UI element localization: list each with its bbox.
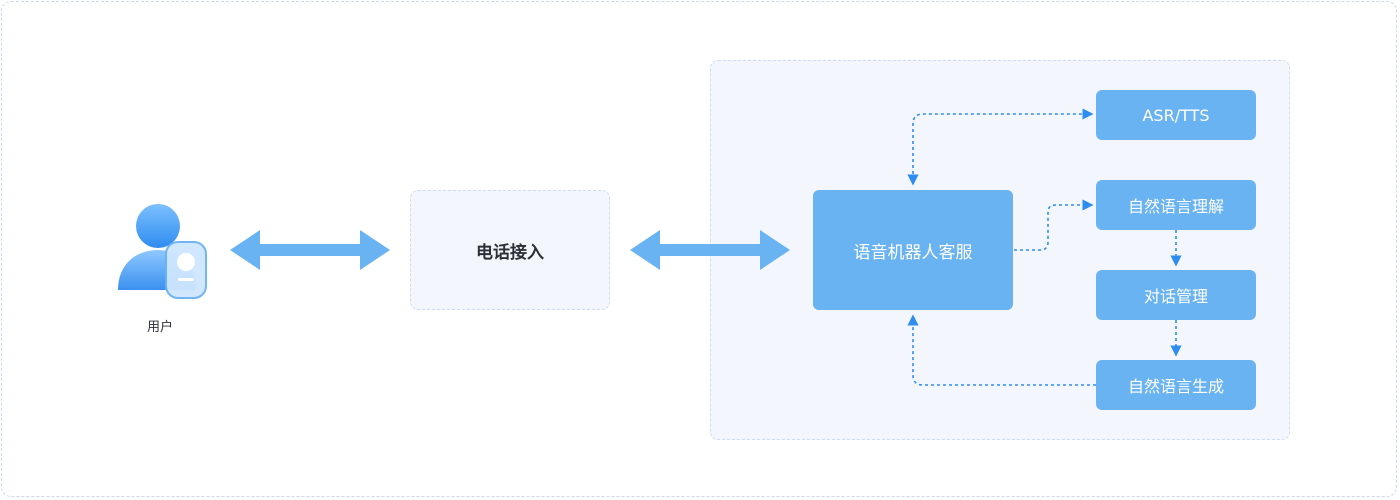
voice-bot-node: 语音机器人客服 (813, 190, 1013, 310)
nlg-bot-arrow (907, 314, 1096, 386)
user-phone-double-arrow (230, 230, 390, 270)
user-icon (118, 204, 207, 299)
dialog-management-label: 对话管理 (1143, 287, 1208, 306)
bot-nlu-arrow (1014, 199, 1094, 251)
asr-tts-node: ASR/TTS (1096, 90, 1256, 140)
phone-access-node: 电话接入 (410, 190, 610, 310)
phone-bot-double-arrow (630, 230, 790, 270)
user-label: 用户 (146, 320, 173, 335)
dialog-management-node: 对话管理 (1096, 270, 1256, 320)
nlu-node: 自然语言理解 (1096, 180, 1256, 230)
asr-tts-label: ASR/TTS (1142, 105, 1210, 125)
nlu-label: 自然语言理解 (1127, 197, 1224, 216)
phone-access-label: 电话接入 (476, 242, 544, 263)
bot-asr-arrow (907, 108, 1094, 186)
nlg-node: 自然语言生成 (1096, 360, 1256, 410)
voice-bot-label: 语音机器人客服 (853, 242, 973, 263)
nlg-label: 自然语言生成 (1127, 377, 1224, 396)
